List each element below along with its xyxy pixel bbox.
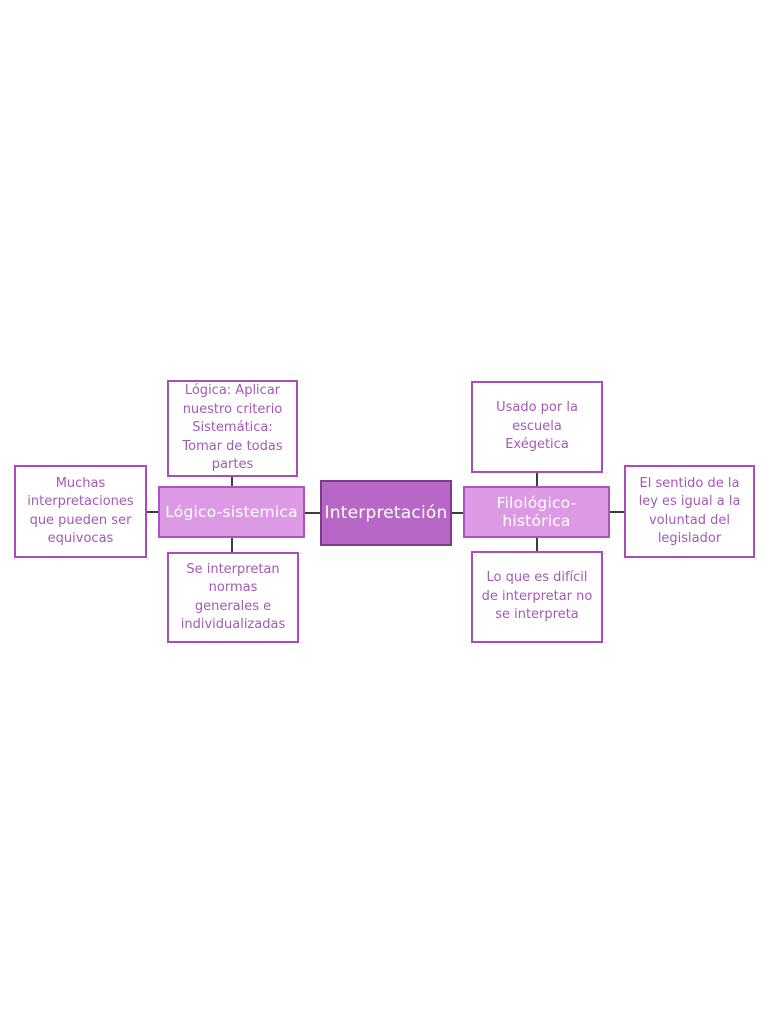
connector-leftnode-to-center bbox=[305, 512, 320, 514]
note-voluntad-legislador: El sentido de la ley es igual a la volun… bbox=[624, 465, 755, 558]
note-normas-generales: Se interpretan normas generales e indivi… bbox=[167, 552, 299, 643]
note-dificil-interpretar: Lo que es difícil de interpretar no se i… bbox=[471, 551, 603, 643]
connector-topleft-to-leftnode bbox=[231, 477, 233, 486]
note-logica-sistematica: Lógica: Aplicar nuestro criterio Sistemá… bbox=[167, 380, 298, 477]
node-filologico-historica: Filológico-histórica bbox=[463, 486, 610, 538]
connector-leftnode-to-bottomleft bbox=[231, 538, 233, 552]
note-escuela-exegetica: Usado por la escuela Exégetica bbox=[471, 381, 603, 473]
connector-topright-to-rightnode bbox=[536, 473, 538, 486]
connector-rightnode-to-bottomright bbox=[536, 538, 538, 551]
connector-center-to-rightnode bbox=[452, 512, 463, 514]
connector-rightnode-to-farright bbox=[610, 511, 624, 513]
node-logico-sistemica: Lógico-sistemica bbox=[158, 486, 305, 538]
note-muchas-interpretaciones: Muchas interpretaciones que pueden ser e… bbox=[14, 465, 147, 558]
node-interpretacion: Interpretación bbox=[320, 480, 452, 546]
connector-farleft-to-leftnode bbox=[147, 511, 158, 513]
